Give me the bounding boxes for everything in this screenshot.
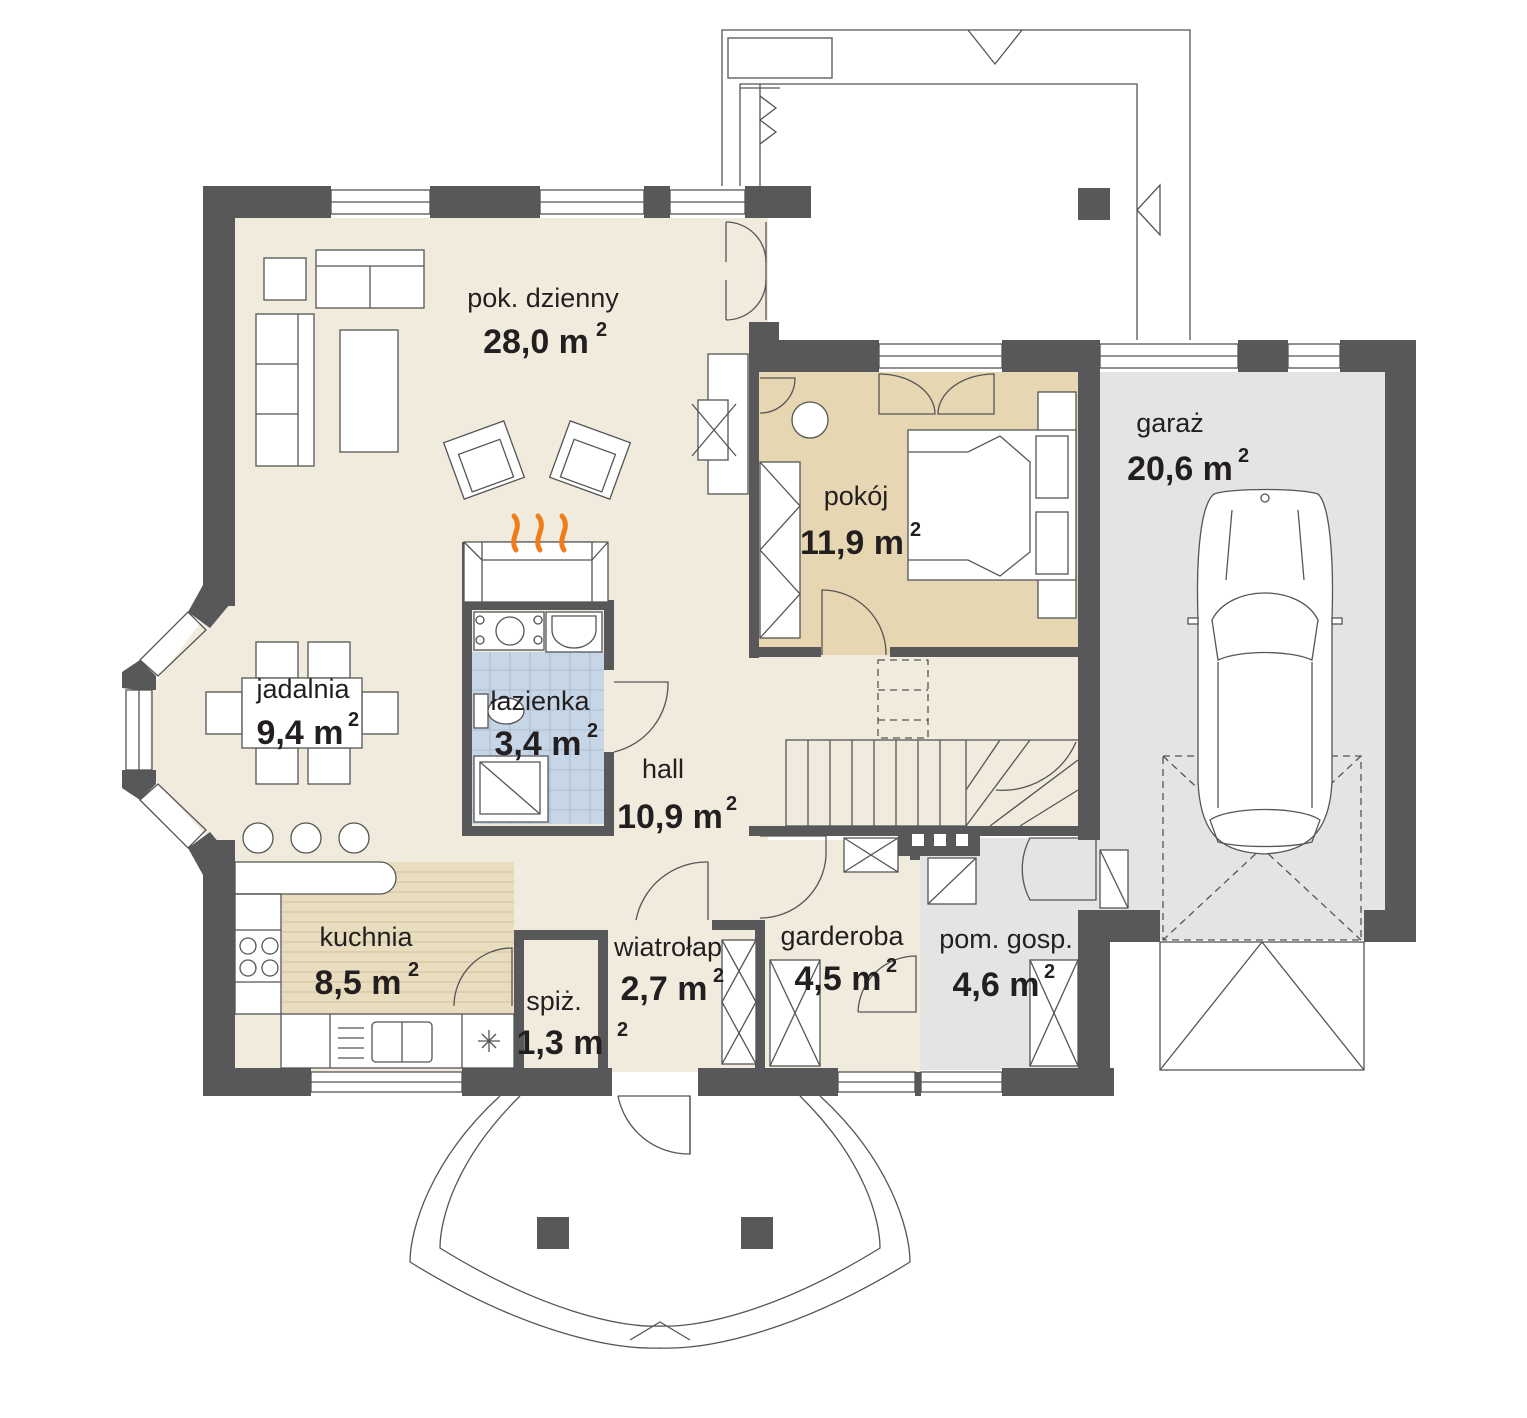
room-area-pok-dzienny: 28,0 m xyxy=(483,323,589,361)
room-name-pom-gosp: pom. gosp. xyxy=(939,924,1073,954)
room-name-lazienka: łazienka xyxy=(490,686,590,716)
area-unit-exp: 2 xyxy=(617,1019,628,1041)
wardrobes xyxy=(721,837,1129,1067)
room-name-wiatrolap: wiatrołap xyxy=(613,932,722,962)
living-furniture xyxy=(255,249,749,603)
area-unit-exp: 2 xyxy=(587,720,598,742)
room-area-pokoj: 11,9 m xyxy=(800,524,904,562)
room-area-garderoba: 4,5 m xyxy=(795,960,882,998)
sink-icon xyxy=(545,611,603,653)
chimney-flue-3 xyxy=(956,834,968,846)
area-unit-exp: 2 xyxy=(726,793,737,815)
area-unit-exp: 2 xyxy=(596,319,607,341)
porch xyxy=(409,1095,911,1349)
walls xyxy=(122,186,1416,1096)
room-area-pom-gosp: 4,6 m xyxy=(953,966,1040,1004)
porch-pillar-left xyxy=(537,1217,569,1249)
porch-pillar-right xyxy=(741,1217,773,1249)
room-name-garaz: garaż xyxy=(1136,408,1204,438)
room-area-hall: 10,9 m xyxy=(617,798,723,836)
terrace-pillar xyxy=(1078,188,1110,220)
stove-icon xyxy=(239,937,279,977)
windows xyxy=(125,189,1341,1093)
bathroom-fixtures xyxy=(473,611,545,651)
room-name-garderoba: garderoba xyxy=(780,921,904,951)
toilet-icon xyxy=(473,693,525,729)
room-name-spiz: spiż. xyxy=(526,986,582,1016)
terrace xyxy=(721,29,1191,340)
area-unit-exp: 2 xyxy=(1238,445,1249,467)
shower-icon xyxy=(473,755,549,823)
chimney-flue-2 xyxy=(934,834,946,846)
room-area-kuchnia: 8,5 m xyxy=(315,964,402,1002)
room-area-wiatrolap: 2,7 m xyxy=(621,970,708,1008)
area-unit-exp: 2 xyxy=(1044,961,1055,983)
chimney-flue-1 xyxy=(912,834,924,846)
kitchen-sink-icon xyxy=(338,1021,433,1063)
dining-set xyxy=(205,641,399,785)
fireplace-flames-icon xyxy=(511,513,568,553)
room-name-pok-dzienny: pok. dzienny xyxy=(467,283,619,313)
room-name-pokoj: pokój xyxy=(824,481,889,511)
room-name-hall: hall xyxy=(642,754,684,784)
room-name-kuchnia: kuchnia xyxy=(319,922,413,952)
area-unit-exp: 2 xyxy=(910,519,921,541)
area-unit-exp: 2 xyxy=(348,709,359,731)
car-icon xyxy=(1187,488,1343,855)
area-unit-exp: 2 xyxy=(408,959,419,981)
room-name-jadalnia: jadalnia xyxy=(255,674,350,704)
room-area-garaz: 20,6 m xyxy=(1127,450,1233,488)
room-labels: pok. dzienny 28,0 m 2 pokój 11,9 m 2 gar… xyxy=(255,283,1249,1062)
area-unit-exp: 2 xyxy=(713,965,724,987)
staircase xyxy=(785,659,1079,827)
fridge-icon xyxy=(478,1030,500,1052)
bedroom-furniture xyxy=(759,391,1077,639)
room-area-lazienka: 3,4 m xyxy=(495,725,582,763)
area-unit-exp: 2 xyxy=(886,955,897,977)
room-area-spiz: 1,3 m xyxy=(517,1024,604,1062)
bar-stools xyxy=(242,822,370,854)
room-area-jadalnia: 9,4 m xyxy=(257,714,344,752)
